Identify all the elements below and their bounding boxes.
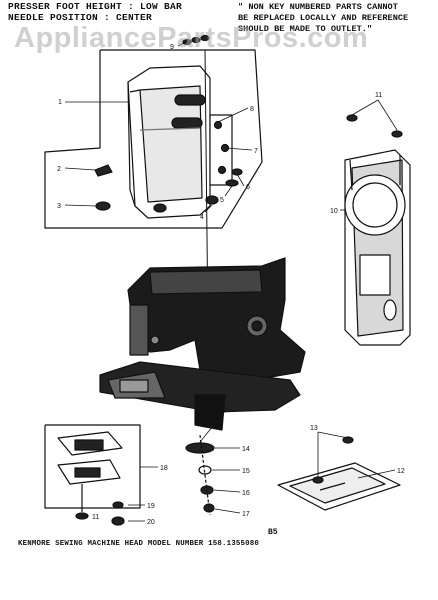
callout-14: 14 <box>242 446 250 453</box>
callout-2: 2 <box>57 166 61 173</box>
callout-8: 8 <box>250 106 254 113</box>
callout-19: 19 <box>147 503 155 510</box>
callout-7: 7 <box>254 148 258 155</box>
sewing-machine-head <box>99 257 306 431</box>
throat-plate <box>277 436 401 511</box>
callout-20: 20 <box>147 519 155 526</box>
callout-1: 1 <box>58 99 62 106</box>
model-footer: KENMORE SEWING MACHINE HEAD MODEL NUMBER… <box>18 540 259 548</box>
watermark: AppliancePartsPros.com <box>14 22 369 54</box>
footer-model-number: 158.1355080 <box>208 540 260 548</box>
face-cover-detail-box <box>44 49 263 229</box>
callout-11-bottom: 11 <box>92 514 99 521</box>
presser-foot-height-label: PRESSER FOOT HEIGHT : LOW BAR <box>8 1 183 12</box>
callout-4: 4 <box>200 214 204 221</box>
note-line-1: " NON KEY NUMBERED PARTS CANNOT <box>238 2 398 12</box>
callout-3: 3 <box>57 203 61 210</box>
callout-18: 18 <box>160 465 168 472</box>
callout-6: 6 <box>246 184 250 191</box>
presser-foot-detail-box <box>44 424 141 526</box>
callout-9: 9 <box>170 44 174 51</box>
note-line-3: SHOULD BE MADE TO OUTLET." <box>238 24 373 34</box>
callout-numbers: 1 2 3 4 5 6 7 8 9 10 11 12 13 14 15 16 1… <box>57 44 405 526</box>
note-line-2: BE REPLACED LOCALLY AND REFERENCE <box>238 13 409 23</box>
hinge-plate <box>209 114 243 187</box>
callout-16: 16 <box>242 490 250 497</box>
callout-5: 5 <box>220 197 224 204</box>
leader-lines <box>64 41 398 522</box>
footer-model-label: MODEL NUMBER <box>147 540 204 548</box>
screw-11-top <box>346 114 403 138</box>
screw-9 <box>182 34 210 46</box>
callout-13: 13 <box>310 425 318 432</box>
callout-17: 17 <box>242 511 250 518</box>
footer-text: SEWING MACHINE HEAD <box>55 540 144 548</box>
callout-11-top: 11 <box>375 92 382 99</box>
bobbin-parts-stack <box>185 434 215 516</box>
callout-12: 12 <box>397 468 405 475</box>
non-key-parts-note: " NON KEY NUMBERED PARTS CANNOT BE REPLA… <box>238 2 408 35</box>
callout-15: 15 <box>242 468 250 475</box>
thumb-screws <box>94 164 219 213</box>
page-number: B5 <box>268 528 278 537</box>
face-plate-cover <box>127 65 211 219</box>
callout-10: 10 <box>330 208 338 215</box>
footer-brand: KENMORE <box>18 540 51 548</box>
needle-position-label: NEEDLE POSITION : CENTER <box>8 12 153 23</box>
rear-cover-plate <box>344 149 411 346</box>
